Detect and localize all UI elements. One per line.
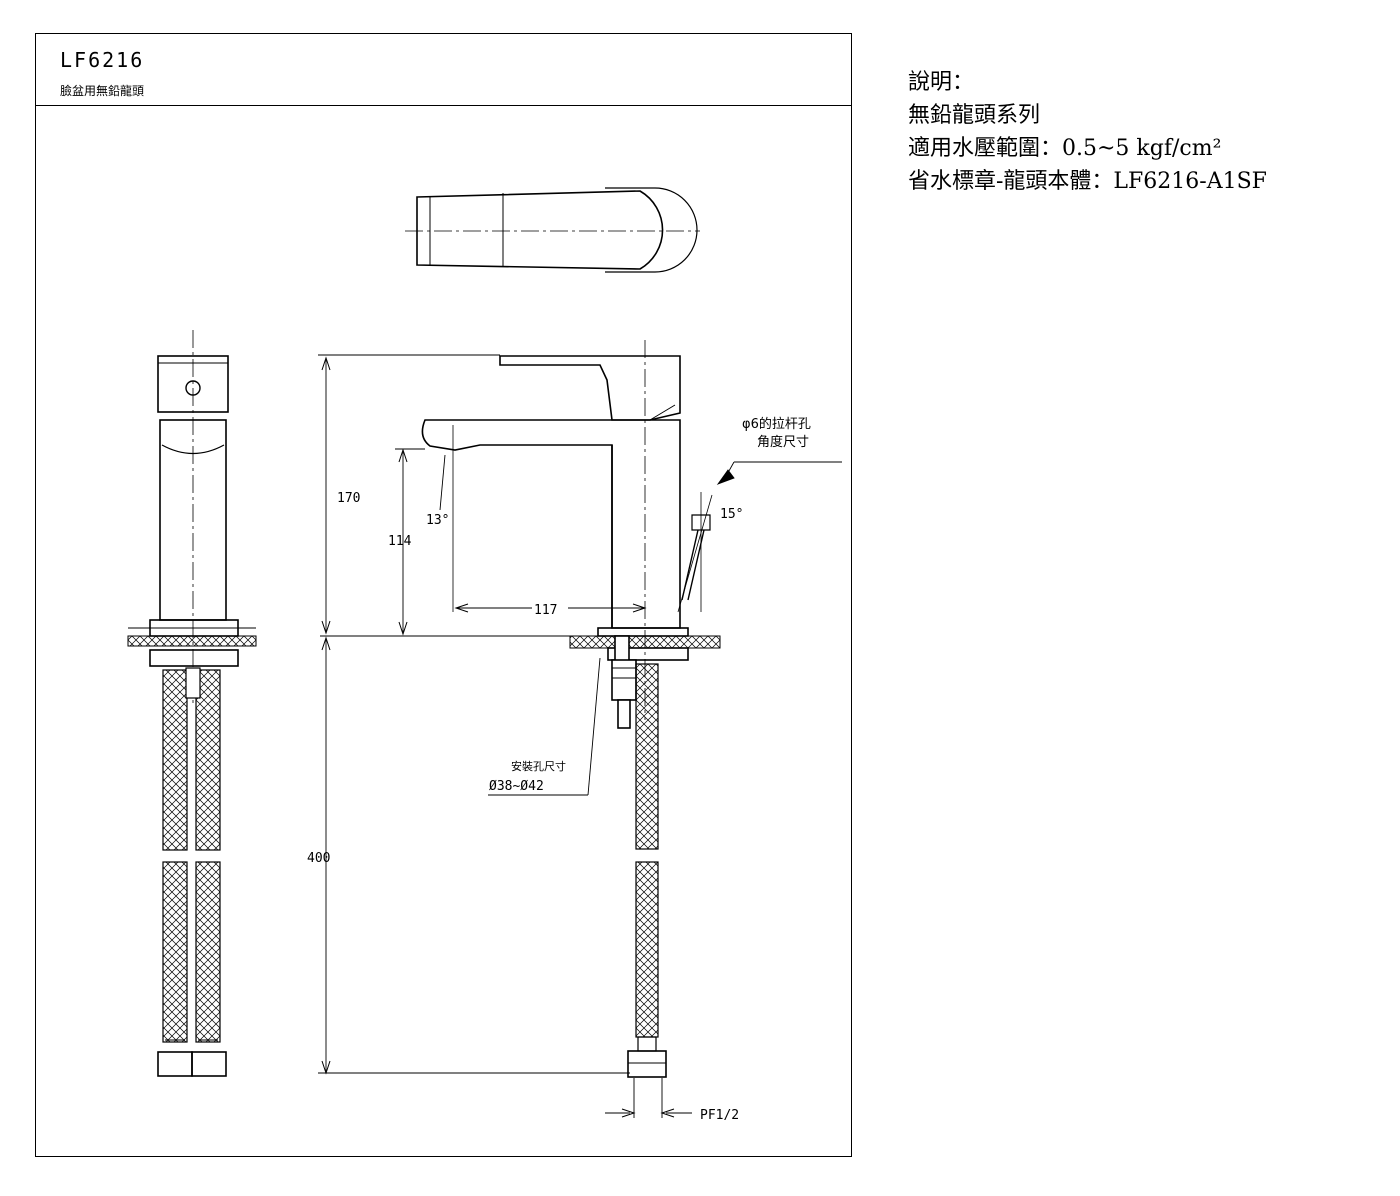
front-view [320,340,721,1078]
drawing-frame: LF6216 臉盆用無鉛龍頭 [35,33,852,1157]
mount-hole-size: Ø38~Ø42 [489,779,544,794]
dimension-lines [318,354,842,1118]
title-block: LF6216 臉盆用無鉛龍頭 [36,34,851,106]
dim-spout-reach: 117 [534,603,557,618]
dimension-labels: 170 114 117 400 13° 15° φ6的拉杆孔 角度尺寸 安裝孔尺… [307,416,811,1123]
dim-hose-length: 400 [307,851,330,866]
rod-hole-label: φ6的拉杆孔 [742,416,811,432]
mount-hole-label: 安裝孔尺寸 [511,759,566,773]
top-view [405,187,700,273]
specification-notes: 說明： 無鉛龍頭系列 適用水壓範圍：0.5~5 kgf/cm² 省水標章-龍頭本… [908,66,1267,198]
notes-water-label: 省水標章-龍頭本體：LF6216-A1SF [908,169,1267,194]
notes-series: 無鉛龍頭系列 [908,103,1041,128]
thread-size: PF1/2 [700,1108,739,1123]
product-subtitle: 臉盆用無鉛龍頭 [60,84,145,98]
notes-pressure-range: 適用水壓範圍：0.5~5 kgf/cm² [908,136,1222,161]
model-number: LF6216 [60,48,145,72]
side-view [127,330,257,1077]
dim-spout-height: 114 [388,534,412,549]
dim-spout-angle: 13° [426,513,449,528]
rod-hole-sublabel: 角度尺寸 [757,434,809,450]
dim-lever-angle: 15° [720,507,743,522]
notes-heading: 說明： [908,70,975,95]
dim-overall-height: 170 [337,491,360,506]
